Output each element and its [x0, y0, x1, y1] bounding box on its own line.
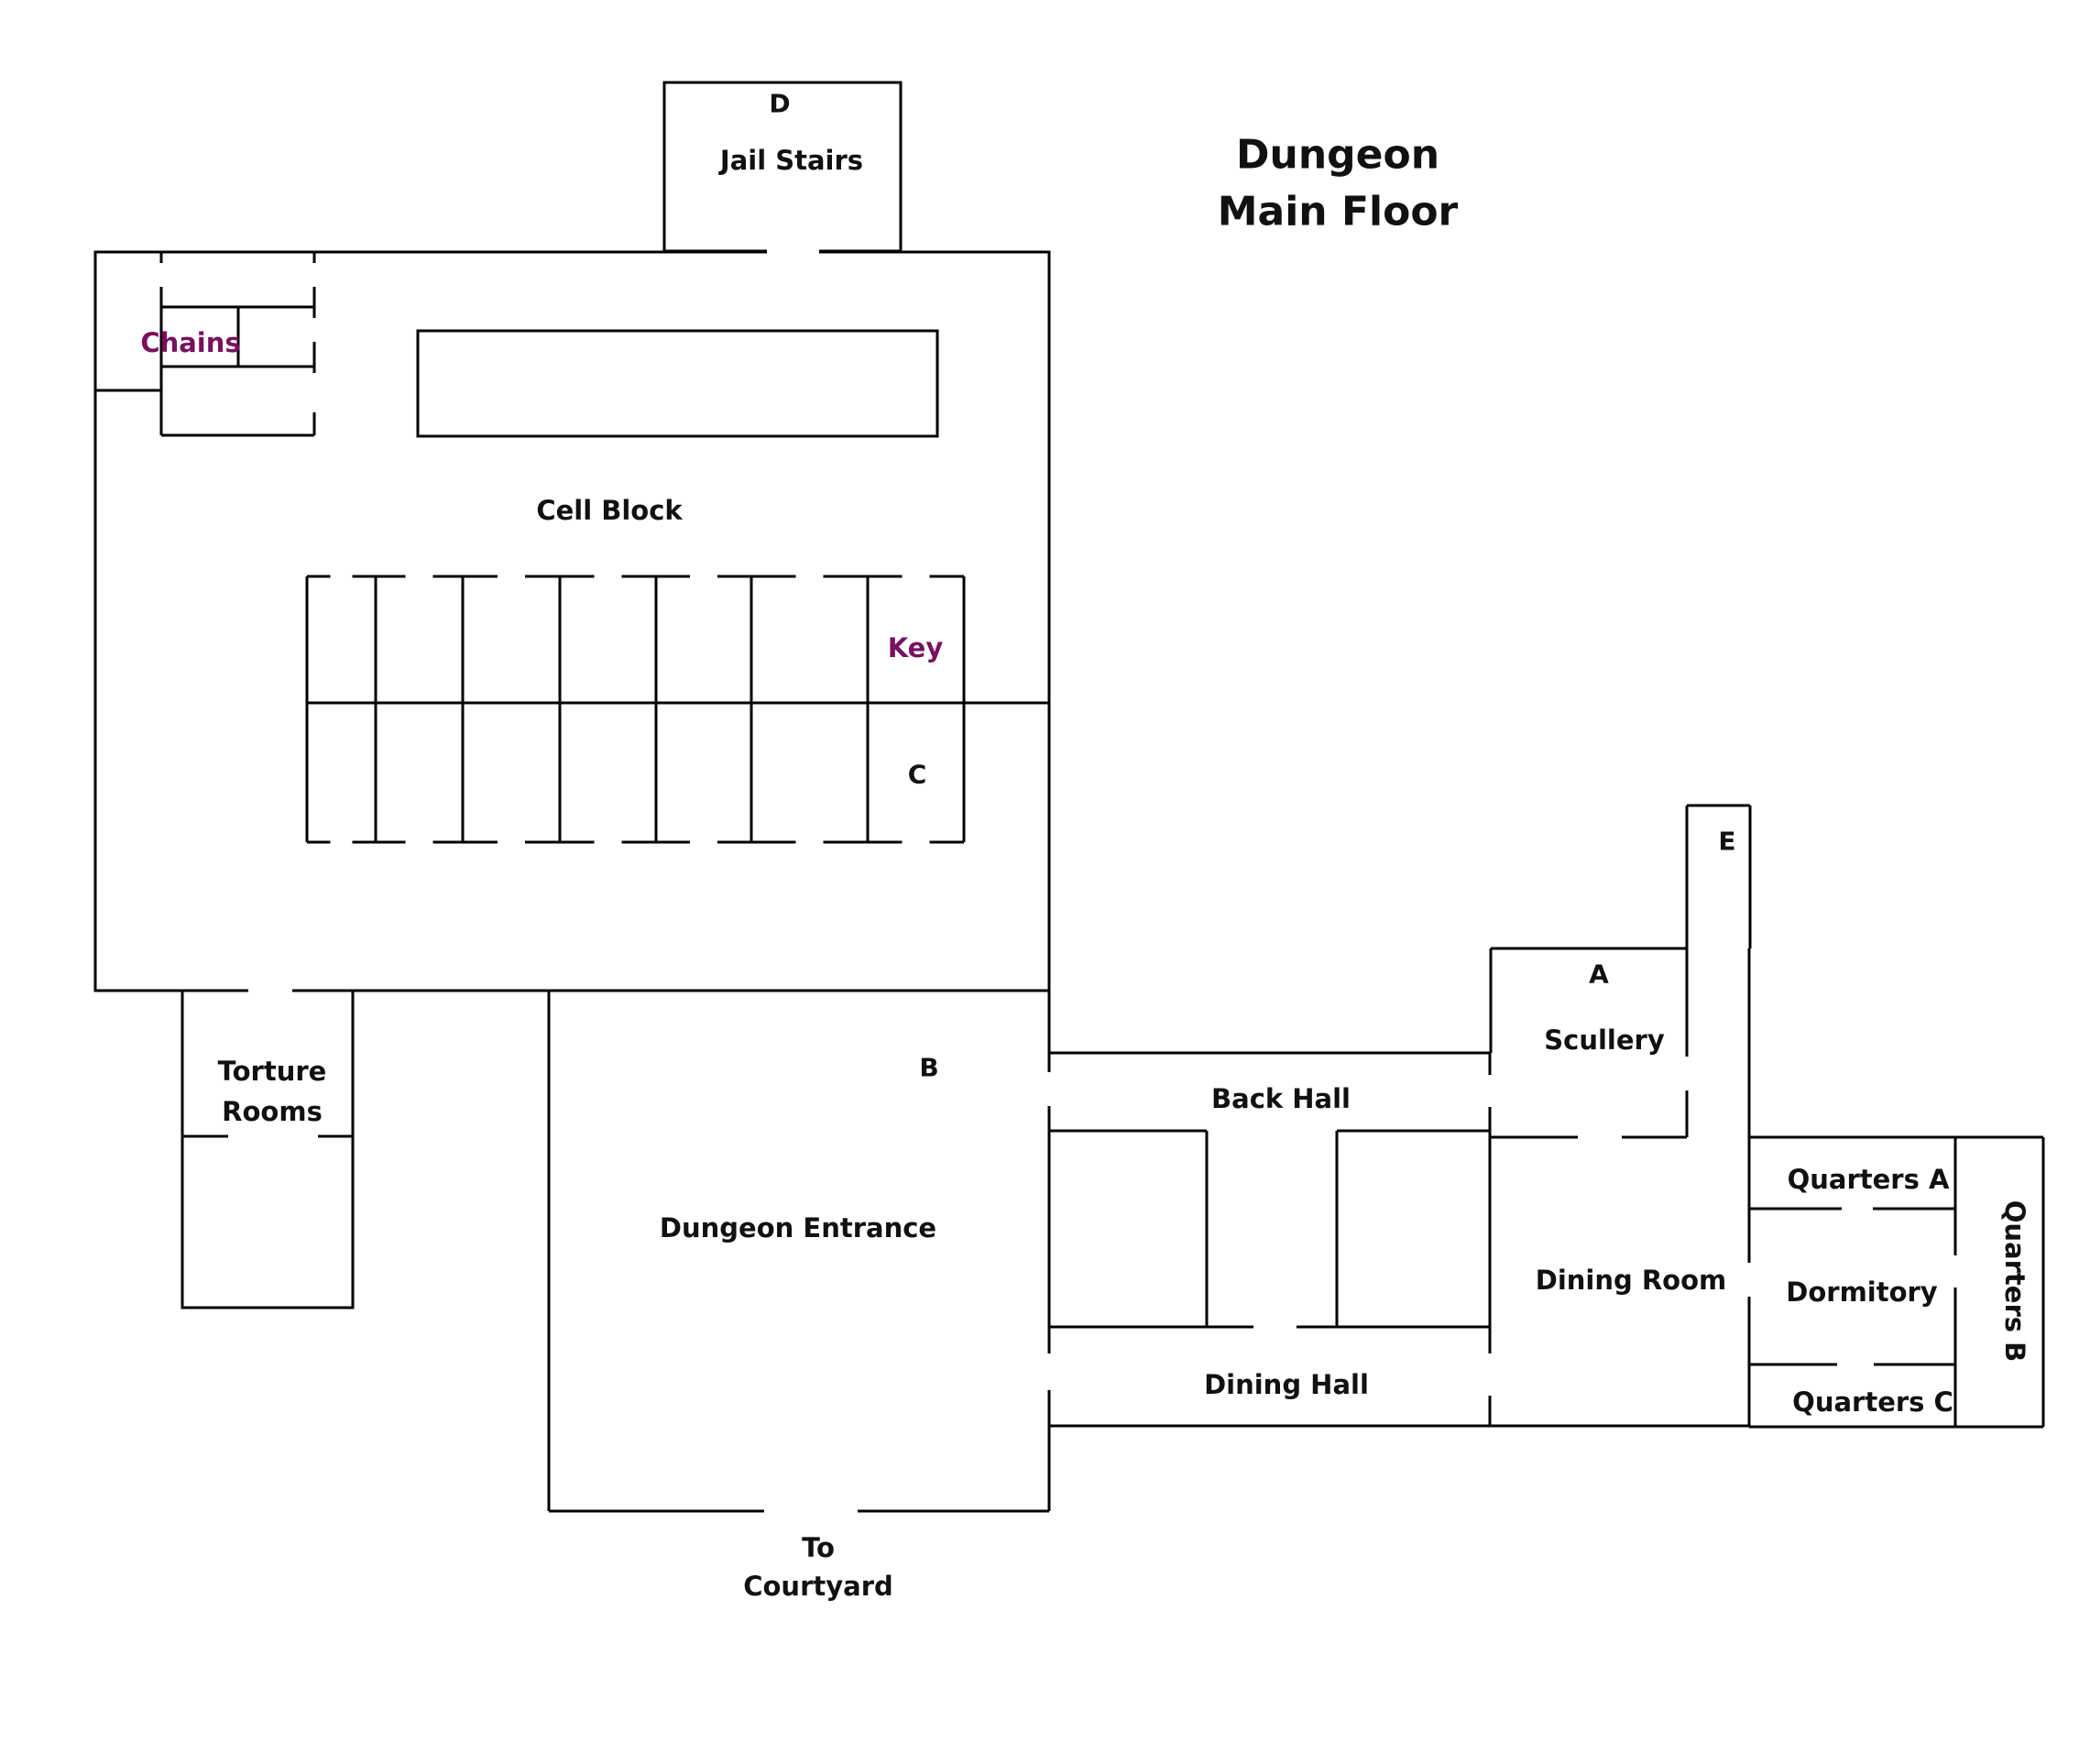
item-chains[interactable]: Chains	[140, 327, 240, 358]
marker-c: C	[908, 760, 927, 790]
label-jail-stairs: Jail Stairs	[718, 145, 863, 176]
side-rooms	[1205, 1131, 1339, 1327]
marker-e: E	[1718, 827, 1735, 857]
item-key[interactable]: Key	[888, 632, 944, 663]
label-exit-line1: To	[802, 1532, 835, 1563]
label-dining-room: Dining Room	[1536, 1265, 1727, 1296]
label-dormitory: Dormitory	[1786, 1276, 1938, 1308]
label-scullery: Scullery	[1544, 1024, 1665, 1056]
map-title-line2: Main Floor	[1218, 189, 1459, 236]
label-quarters-a: Quarters A	[1788, 1164, 1950, 1195]
marker-b: B	[919, 1053, 938, 1083]
room-stair-e[interactable]	[1687, 804, 1752, 948]
map-title-line1: Dungeon	[1236, 132, 1439, 179]
label-torture-line1: Torture	[218, 1056, 327, 1087]
room-scullery[interactable]	[1489, 805, 1689, 1139]
label-dining-hall: Dining Hall	[1204, 1369, 1369, 1400]
label-cell-block: Cell Block	[536, 495, 683, 526]
label-quarters-b: Quarters B	[1999, 1200, 2030, 1362]
label-dungeon-entrance: Dungeon Entrance	[660, 1212, 936, 1244]
label-quarters-c: Quarters C	[1792, 1386, 1953, 1418]
marker-a: A	[1589, 959, 1609, 990]
room-torture-rooms[interactable]	[181, 989, 355, 1309]
room-back-hall[interactable]	[1049, 1051, 1490, 1133]
room-dining-hall[interactable]	[1049, 1325, 1490, 1428]
label-torture-line2: Rooms	[222, 1096, 323, 1127]
marker-d: D	[769, 89, 790, 119]
cell-grid	[305, 573, 1049, 846]
room-dining-room[interactable]	[1490, 948, 1751, 1428]
cell-block-center-block	[416, 329, 939, 438]
label-exit-line2: Courtyard	[743, 1571, 893, 1602]
label-back-hall: Back Hall	[1211, 1083, 1351, 1114]
room-dungeon-entrance[interactable]	[547, 991, 1051, 1513]
